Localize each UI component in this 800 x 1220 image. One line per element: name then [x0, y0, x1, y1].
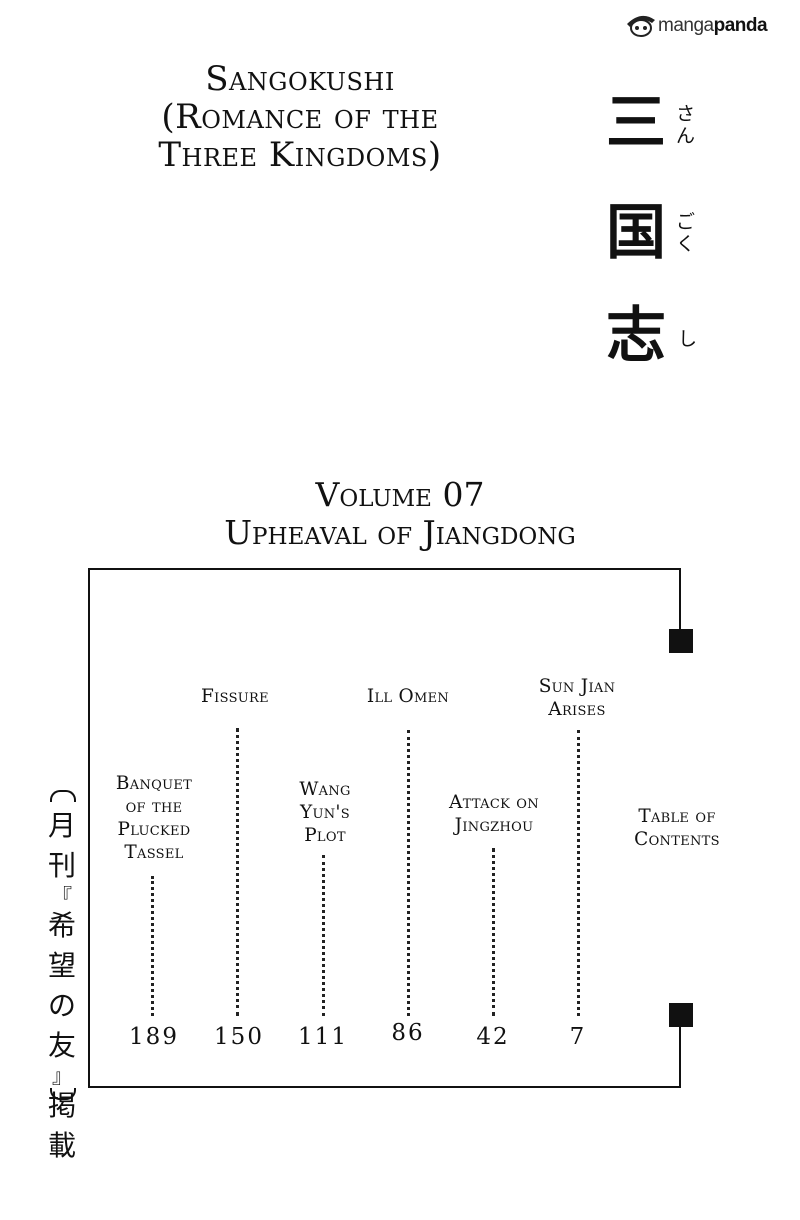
mangapanda-watermark: mangapanda — [620, 6, 798, 46]
watermark-text: mangapanda — [658, 15, 768, 36]
chapter-title-ill-omen: Ill Omen — [366, 686, 450, 707]
page-number-86: 86 — [391, 1020, 425, 1046]
chapter-leader-dots — [577, 730, 580, 1016]
furigana-goku: ごく — [676, 211, 696, 255]
serialization-note: 月 刊 『 希 望 の 友 』 掲 載 — [47, 809, 76, 1162]
table-of-contents-label: Table of Contents — [634, 806, 720, 850]
title-line-3: Three Kingdoms) — [158, 135, 442, 175]
frame-square-bottom — [669, 1003, 693, 1027]
page-number-150: 150 — [214, 1024, 264, 1050]
furigana-shi: し — [678, 328, 698, 350]
chapter-title-attack-on-jingzhou: Attack on Jingzhou — [449, 792, 539, 836]
volume-number: Volume 07 — [315, 475, 485, 514]
kanji-san: 三 — [606, 88, 666, 158]
chapter-leader-dots — [322, 855, 325, 1016]
page-number-111: 111 — [298, 1024, 348, 1050]
chapter-title-fissure: Fissure — [201, 686, 269, 707]
furigana-san: さん — [676, 103, 696, 147]
volume-heading: Volume 07 Upheaval of Jiangdong — [100, 476, 700, 552]
title-line-1: Sangokushi — [205, 59, 395, 99]
kanji-goku: 国 — [606, 198, 666, 268]
page-number-42: 42 — [476, 1024, 510, 1050]
page-number-189: 189 — [129, 1024, 179, 1050]
page-number-7: 7 — [569, 1024, 587, 1050]
volume-subtitle: Upheaval of Jiangdong — [224, 513, 576, 552]
chapter-title-wang-yuns-plot: Wang Yun's Plot — [299, 779, 351, 846]
chapter-leader-dots — [151, 876, 154, 1016]
kanji-shi: 志 — [606, 301, 666, 371]
chapter-leader-dots — [236, 728, 239, 1016]
chapter-leader-dots — [492, 848, 495, 1016]
panda-hat-logo-icon — [627, 15, 655, 37]
title-line-2: (Romance of the — [161, 97, 439, 137]
english-title: Sangokushi (Romance of the Three Kingdom… — [100, 60, 500, 174]
frame-square-top — [669, 629, 693, 653]
serialization-bracket-bottom — [50, 1088, 76, 1100]
contents-frame-right-top — [679, 568, 681, 634]
chapter-title-sun-jian-arises: Sun Jian Arises — [538, 676, 616, 720]
contents-frame-left — [88, 568, 90, 1088]
serialization-bracket-top — [50, 790, 76, 802]
chapter-title-banquet-of-the-plucked-tassel: Banquet of the Plucked Tassel — [115, 773, 193, 863]
chapter-leader-dots — [407, 730, 410, 1016]
contents-frame-bottom — [88, 1086, 680, 1088]
contents-frame-top — [88, 568, 680, 570]
contents-frame-right-bottom — [679, 1024, 681, 1088]
